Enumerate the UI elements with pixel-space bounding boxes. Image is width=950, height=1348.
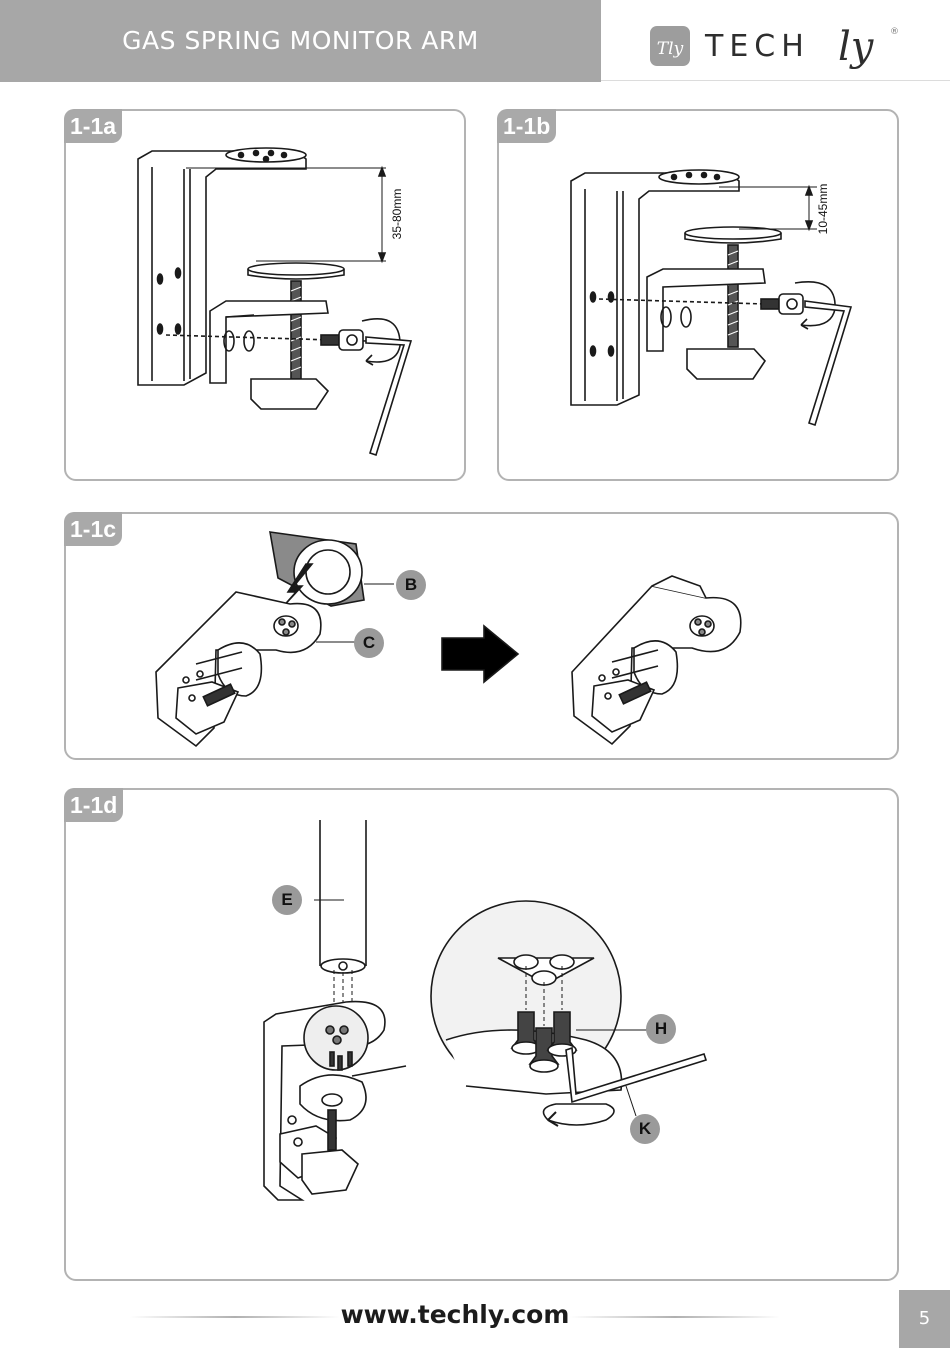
- panel-1-1b: 10-45mm 1-1b: [497, 109, 899, 481]
- callout-b: B: [396, 570, 426, 600]
- clamp-plate-illustration-1c: [155, 531, 742, 748]
- panel-1-1d: E H K 1-1d: [64, 788, 899, 1281]
- dimension-label: 10-45mm: [816, 184, 830, 235]
- page-number-box: 5: [899, 1290, 950, 1348]
- pole-mount-illustration-1d: [263, 820, 708, 1201]
- page-title: GAS SPRING MONITOR ARM: [122, 26, 479, 55]
- panel-label: 1-1c: [64, 512, 123, 546]
- logo-script: ly: [838, 24, 875, 70]
- page-number: 5: [918, 1308, 931, 1329]
- panel-1-1a: 35-80mm 1-1a: [64, 109, 466, 481]
- header-rule: [601, 80, 950, 81]
- footer-line-left: [130, 1316, 340, 1318]
- panel-label: 1-1b: [497, 109, 557, 143]
- registered-mark: ®: [890, 27, 899, 37]
- logo-mark: Tly: [657, 39, 684, 59]
- callout-e: E: [272, 885, 302, 915]
- header-band: GAS SPRING MONITOR ARM: [0, 0, 601, 82]
- logo-badge: [650, 26, 690, 66]
- callout-h: H: [646, 1014, 676, 1044]
- panel-1-1c: B C 1-1c: [64, 512, 899, 760]
- logo-wordmark: TECH: [704, 29, 810, 64]
- panel-label: 1-1d: [64, 788, 124, 822]
- callout-k: K: [630, 1114, 660, 1144]
- footer-url: www.techly.com: [340, 1300, 570, 1329]
- footer-line-right: [570, 1316, 780, 1318]
- dimension-label: 35-80mm: [390, 189, 404, 240]
- clamp-illustration-1a: 35-80mm: [137, 147, 413, 457]
- clamp-illustration-1b: 10-45mm: [570, 169, 853, 427]
- panel-label: 1-1a: [64, 109, 123, 143]
- techly-logo: Tly TECH ly ®: [650, 24, 899, 70]
- callout-c: C: [354, 628, 384, 658]
